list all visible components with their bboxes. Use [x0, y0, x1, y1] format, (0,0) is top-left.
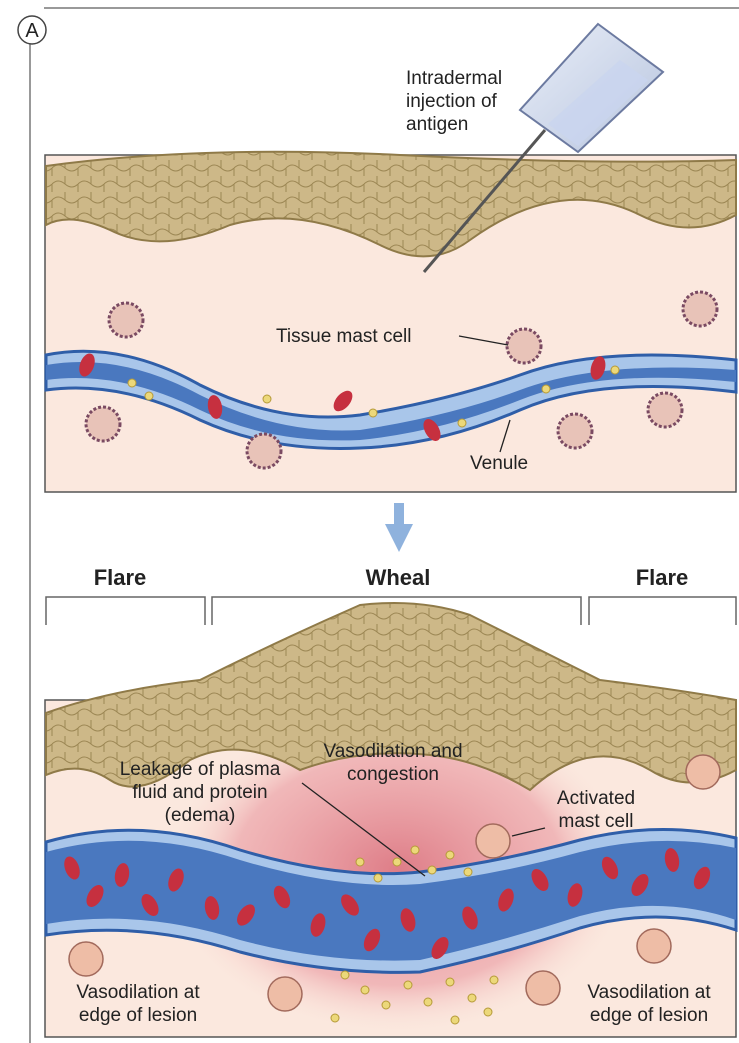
plasma-dot [458, 419, 466, 427]
plasma-dot [468, 994, 476, 1002]
flare-right-label: Flare [636, 565, 689, 590]
flare-right-bracket [589, 597, 736, 625]
plasma-dot [404, 981, 412, 989]
mast-cell [247, 434, 281, 468]
vasodilation-congestion-line2: congestion [347, 764, 439, 785]
plasma-dot [542, 385, 550, 393]
mast-cell [637, 929, 671, 963]
plasma-dot [446, 851, 454, 859]
mast-cell-label: Tissue mast cell [276, 326, 412, 347]
arrow-head [385, 524, 413, 552]
flare-left-label: Flare [94, 565, 147, 590]
injection-label-line1: Intradermal [406, 68, 502, 89]
plasma-dot [428, 866, 436, 874]
injection-label-line2: injection of [406, 91, 498, 112]
plasma-dot [356, 858, 364, 866]
down-arrow [385, 503, 413, 552]
mast-cell [507, 329, 541, 363]
plasma-dot [263, 395, 271, 403]
plasma-dot [411, 846, 419, 854]
activated-mast-cell-line2: mast cell [559, 811, 634, 832]
plasma-dot [369, 409, 377, 417]
mast-cell [648, 393, 682, 427]
plasma-dot [382, 1001, 390, 1009]
vasodilation-congestion-line1: Vasodilation and [323, 741, 462, 762]
edge-right-line1: Vasodilation at [587, 982, 711, 1003]
activated-mast-cell-line1: Activated [557, 788, 635, 809]
flare-left-bracket [46, 597, 205, 625]
mast-cell [476, 824, 510, 858]
plasma-dot [451, 1016, 459, 1024]
edge-left-line1: Vasodilation at [76, 982, 200, 1003]
mast-cell [69, 942, 103, 976]
mast-cell [526, 971, 560, 1005]
plasma-dot [331, 1014, 339, 1022]
leakage-line3: (edema) [165, 805, 236, 826]
mast-cell [686, 755, 720, 789]
mast-cell [558, 414, 592, 448]
wheal-label: Wheal [366, 565, 431, 590]
injection-label-line3: antigen [406, 114, 468, 135]
plasma-dot [341, 971, 349, 979]
mast-cell [683, 292, 717, 326]
mast-cell [86, 407, 120, 441]
plasma-dot [490, 976, 498, 984]
plasma-dot [446, 978, 454, 986]
plasma-dot [145, 392, 153, 400]
plasma-dot [424, 998, 432, 1006]
top-panel: Tissue mast cell Venule [45, 152, 736, 492]
plasma-dot [361, 986, 369, 994]
plasma-dot [484, 1008, 492, 1016]
leakage-line2: fluid and protein [132, 782, 267, 803]
plasma-dot [464, 868, 472, 876]
bottom-panel: Vasodilation and congestion Leakage of p… [45, 603, 736, 1037]
plasma-dot [611, 366, 619, 374]
plasma-dot [374, 874, 382, 882]
venule-label: Venule [470, 453, 528, 474]
plasma-dot [393, 858, 401, 866]
edge-right-line2: edge of lesion [590, 1005, 708, 1026]
panel-label: A [25, 20, 39, 42]
leakage-line1: Leakage of plasma [120, 759, 281, 780]
arrow-shaft [394, 503, 404, 525]
mast-cell [268, 977, 302, 1011]
mast-cell [109, 303, 143, 337]
edge-left-line2: edge of lesion [79, 1005, 197, 1026]
plasma-dot [128, 379, 136, 387]
